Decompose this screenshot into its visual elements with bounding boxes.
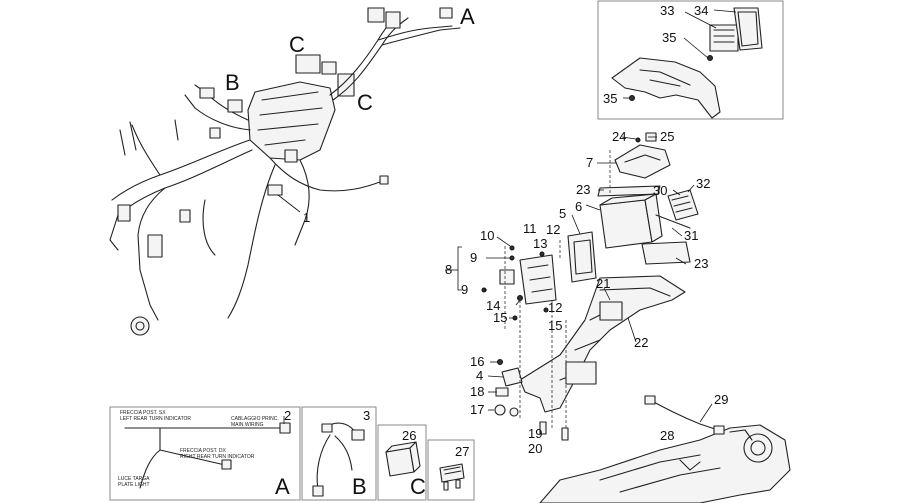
callout-25: 25 bbox=[660, 129, 674, 144]
connector-letter-c-top: C bbox=[289, 32, 305, 57]
callout-7: 7 bbox=[586, 155, 593, 170]
callout-3: 3 bbox=[363, 408, 370, 423]
svg-text:LUCE TARGA: LUCE TARGA bbox=[118, 476, 150, 482]
callout-32: 32 bbox=[696, 176, 710, 191]
inset-frame-fuse bbox=[427, 439, 475, 501]
callout-23-top: 23 bbox=[576, 182, 590, 197]
svg-text:FRECCIA POST. DX: FRECCIA POST. DX bbox=[180, 448, 227, 454]
svg-text:MAIN WIRING: MAIN WIRING bbox=[231, 422, 264, 428]
connector-letter-c-mid: C bbox=[357, 90, 373, 115]
callout-26: 26 bbox=[402, 428, 416, 443]
svg-text:PLATE LIGHT: PLATE LIGHT bbox=[118, 482, 150, 488]
rear-bracket-assembly bbox=[611, 7, 763, 119]
svg-text:LEFT REAR TURN INDICATOR: LEFT REAR TURN INDICATOR bbox=[120, 416, 191, 422]
callout-1: 1 bbox=[303, 210, 310, 225]
callout-31: 31 bbox=[684, 228, 698, 243]
callout-17: 17 bbox=[470, 402, 484, 417]
main-wiring-harness bbox=[109, 7, 461, 336]
callout-13: 13 bbox=[533, 236, 547, 251]
callout-22: 22 bbox=[634, 335, 648, 350]
inset-frame-ecu bbox=[597, 0, 784, 120]
harness-2-drawing: FRECCIA POST. SX LEFT REAR TURN INDICATO… bbox=[118, 410, 291, 489]
battery-and-subframe bbox=[481, 132, 699, 441]
callout-9-top: 9 bbox=[470, 250, 477, 265]
callout-20: 20 bbox=[528, 441, 542, 456]
callout-12-bottom: 12 bbox=[548, 300, 562, 315]
callout-33: 33 bbox=[660, 3, 674, 18]
callout-15-right: 15 bbox=[548, 318, 562, 333]
svg-text:FRECCIA POST. SX: FRECCIA POST. SX bbox=[120, 410, 166, 416]
callout-4: 4 bbox=[476, 368, 483, 383]
callout-18: 18 bbox=[470, 384, 484, 399]
box-letter-b: B bbox=[352, 474, 367, 499]
callout-34: 34 bbox=[694, 3, 708, 18]
fuse-27-drawing bbox=[439, 463, 465, 491]
callout-28: 28 bbox=[660, 428, 674, 443]
inset-frame-b bbox=[301, 406, 377, 501]
callout-15-left: 15 bbox=[493, 310, 507, 325]
svg-text:CABLAGGIO PRINC.: CABLAGGIO PRINC. bbox=[231, 416, 279, 422]
callout-9-bottom: 9 bbox=[461, 282, 468, 297]
callout-35-top: 35 bbox=[662, 30, 676, 45]
harness-3-drawing bbox=[312, 422, 365, 497]
callout-35-bottom: 35 bbox=[603, 91, 617, 106]
callout-12-top: 12 bbox=[546, 222, 560, 237]
callout-16: 16 bbox=[470, 354, 484, 369]
callout-10: 10 bbox=[480, 228, 494, 243]
callout-30: 30 bbox=[653, 183, 667, 198]
callout-19: 19 bbox=[528, 426, 542, 441]
svg-text:RIGHT REAR TURN INDICATOR: RIGHT REAR TURN INDICATOR bbox=[180, 454, 255, 460]
callout-11: 11 bbox=[523, 221, 537, 236]
connector-letter-a: A bbox=[460, 4, 475, 29]
callout-21: 21 bbox=[596, 276, 610, 291]
box-letter-c: C bbox=[410, 474, 426, 499]
box-letter-a: A bbox=[275, 474, 290, 499]
callout-29: 29 bbox=[714, 392, 728, 407]
inset-frame-a bbox=[109, 406, 301, 501]
callout-23-right: 23 bbox=[694, 256, 708, 271]
callout-24: 24 bbox=[612, 129, 626, 144]
relay-26-drawing bbox=[385, 441, 421, 477]
callout-8: 8 bbox=[445, 262, 452, 277]
callout-5: 5 bbox=[559, 206, 566, 221]
engine-swingarm bbox=[539, 395, 791, 503]
inset-frame-c bbox=[377, 424, 427, 501]
callout-14: 14 bbox=[486, 298, 500, 313]
callout-6: 6 bbox=[575, 199, 582, 214]
callout-2: 2 bbox=[284, 408, 291, 423]
callout-27: 27 bbox=[455, 444, 469, 459]
connector-letter-b: B bbox=[225, 70, 240, 95]
